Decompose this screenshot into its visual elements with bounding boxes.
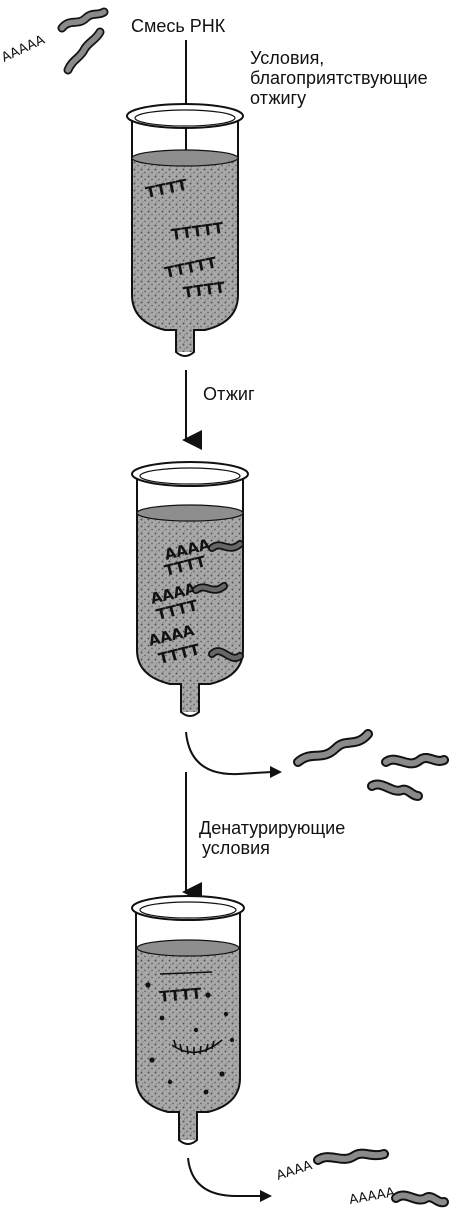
poly-a-tail: AAAAA: [348, 1185, 396, 1208]
eluted-polya-rna-group: AAAA AAAAA: [275, 1154, 444, 1208]
rna-mix-label: Смесь РНК: [131, 16, 225, 36]
annealing-conditions-label: Условия, благоприятствующие отжигу: [250, 48, 428, 108]
test-tube-icon: TTTT: [132, 896, 244, 1144]
denaturing-conditions-label: Денатурирующие условия: [199, 818, 345, 858]
test-tube-icon: AAAA TTTT AAAA TTTT AAAA TTTT: [132, 462, 248, 716]
annealing-step-label: Отжиг: [203, 384, 255, 404]
poly-a-tail: AAAAA: [0, 33, 47, 66]
unbound-rna-group: [298, 734, 444, 796]
curved-arrow-icon: [188, 1158, 262, 1196]
oligo-dt-label: TTTT: [159, 984, 203, 1006]
curved-arrow-icon: [186, 732, 272, 774]
rna-mixture-icon: AAAAA: [0, 12, 104, 70]
poly-a-tail: AAAA: [275, 1158, 315, 1184]
